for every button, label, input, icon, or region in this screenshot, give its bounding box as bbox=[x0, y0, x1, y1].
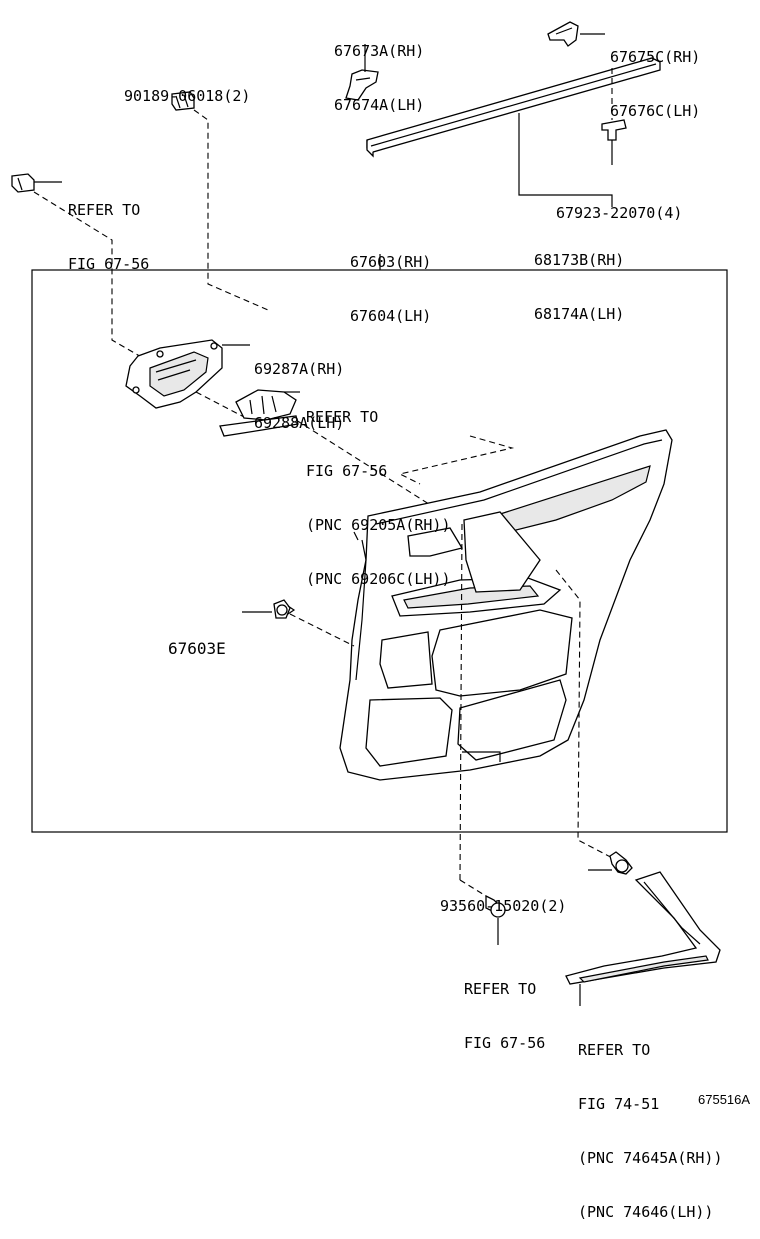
screw-93560-left bbox=[485, 894, 506, 918]
label-93560: 93560-15020(2) bbox=[440, 897, 567, 915]
diagram-drawing bbox=[11, 21, 728, 1006]
door-weatherstrip bbox=[366, 57, 661, 158]
door-trim-panel bbox=[339, 429, 673, 781]
weatherstrip-clip bbox=[601, 119, 627, 141]
inner-weatherstrip-bracket bbox=[345, 69, 379, 101]
parts-diagram: 67673A(RH) 67674A(LH) 67675C(RH) 67676C(… bbox=[11, 21, 751, 1221]
screw-93560-right bbox=[609, 851, 633, 875]
inside-handle-bezel bbox=[125, 339, 223, 409]
label-68173b: 68173B(RH) 68174A(LH) bbox=[534, 251, 625, 323]
label-69287a: 69287A(RH) 69288A(LH) bbox=[254, 360, 345, 432]
label-67675c: 67675C(RH) 67676C(LH) bbox=[610, 48, 701, 120]
figure-code: 675516A bbox=[698, 1092, 751, 1107]
label-67673a: 67673A(RH) 67674A(LH) bbox=[334, 42, 425, 114]
label-refer-handle: REFER TO FIG 67-56 (PNC 69205A(RH)) (PNC… bbox=[306, 408, 451, 588]
label-refer-top-left: REFER TO FIG 67-56 bbox=[68, 201, 150, 273]
label-67603: 67603(RH) 67604(LH) bbox=[350, 253, 432, 325]
label-67603e: 67603E bbox=[168, 639, 226, 658]
clip-refer-fig-67-56 bbox=[11, 173, 35, 193]
armrest-trim-strip bbox=[565, 871, 721, 985]
label-90189: 90189-06018(2) bbox=[124, 87, 251, 105]
label-refer-bottom: REFER TO FIG 67-56 bbox=[464, 980, 546, 1052]
label-67923: 67923-22070(4) bbox=[556, 204, 683, 222]
weatherstrip-end-cap bbox=[547, 21, 579, 47]
trim-clip-67603e bbox=[273, 599, 296, 619]
inside-door-handle bbox=[219, 389, 299, 437]
label-refer-bottom-right: REFER TO FIG 74-51 (PNC 74645A(RH)) (PNC… bbox=[578, 1041, 723, 1221]
clip-90189 bbox=[171, 91, 195, 111]
